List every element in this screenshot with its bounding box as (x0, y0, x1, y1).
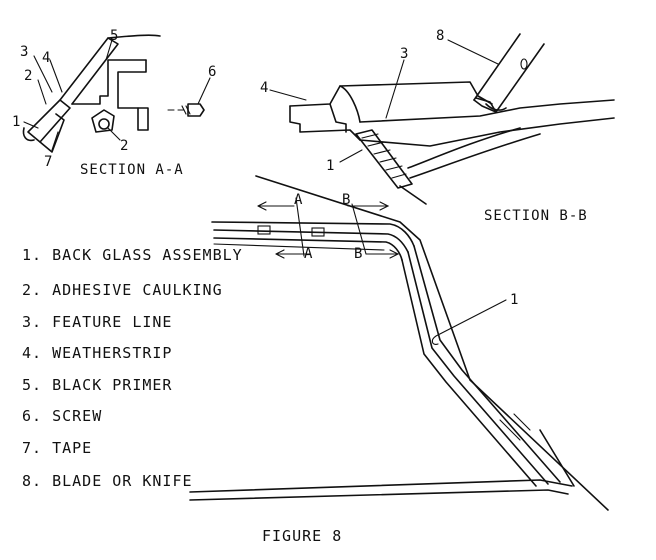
leader-a4 (49, 59, 63, 93)
cut-a-top-label: A (294, 192, 303, 208)
roof-line (107, 34, 161, 39)
leader-main-1 (431, 299, 507, 345)
cut-b-line (351, 203, 367, 255)
legend: 1. BACK GLASS ASSEMBLY 2. ADHESIVE CAULK… (22, 246, 243, 490)
cut-b-bottom-label: B (354, 246, 362, 262)
cut-b-arrowhead-top (379, 201, 390, 211)
clip-block (137, 107, 149, 131)
glass-top-edge (359, 99, 615, 123)
weatherstrip-inner (117, 59, 147, 109)
legend-item-6: 6. SCREW (22, 407, 102, 425)
leader-a7 (51, 131, 59, 151)
leader-a3 (33, 55, 53, 93)
callout-b-4: 4 (260, 80, 268, 96)
leader-b3 (385, 59, 405, 119)
weatherstrip-curve (339, 85, 361, 123)
body-panel-top (289, 81, 493, 107)
leader-a2b (107, 127, 121, 141)
callout-a-4: 4 (42, 50, 50, 66)
cut-a-bottom-label: A (304, 246, 313, 262)
legend-item-4: 4. WEATHERSTRIP (22, 344, 172, 362)
legend-item-1: 1. BACK GLASS ASSEMBLY (22, 246, 243, 264)
main-window-drawing (189, 175, 609, 511)
callout-main-1: 1 (510, 292, 518, 308)
section-b-title: SECTION B-B (484, 208, 588, 224)
top-rail-2 (213, 229, 409, 253)
legend-item-3: 3. FEATURE LINE (22, 313, 172, 331)
glass-tail (399, 185, 427, 205)
blade-curl (485, 103, 507, 111)
legend-item-5: 5. BLACK PRIMER (22, 376, 172, 394)
caulking-dot (98, 118, 110, 130)
corner-edge (539, 429, 575, 487)
screw-thread (181, 105, 191, 115)
legend-item-8: 8. BLADE OR KNIFE (22, 472, 193, 490)
leader-a2 (37, 79, 47, 105)
cut-b-top-label: B (342, 192, 350, 208)
cut-a-arrowhead-bottom (275, 249, 285, 259)
legend-item-2: 2. ADHESIVE CAULKING (22, 281, 223, 299)
callout-a-7: 7 (44, 154, 52, 170)
roof-diagonal (255, 175, 609, 511)
glass-curl (22, 127, 35, 142)
cut-a-line (295, 197, 305, 257)
body-step (329, 103, 347, 133)
figure-title: FIGURE 8 (262, 527, 342, 545)
side-rail-inner (401, 259, 537, 487)
body-panel-front (289, 105, 361, 141)
callout-b-3: 3 (400, 46, 408, 62)
side-rail-outer (413, 245, 561, 483)
legend-item-7: 7. TAPE (22, 439, 92, 457)
trim-curve (407, 127, 521, 169)
callout-b-1: 1 (326, 158, 334, 174)
cut-a-arrowhead-top (257, 201, 267, 211)
top-rail-4 (213, 243, 385, 251)
rail-clip-2 (311, 227, 325, 237)
bottom-rail-2 (189, 489, 569, 501)
bottom-rail-1 (189, 479, 573, 493)
leader-b1 (339, 149, 363, 163)
section-b-b-drawing (269, 33, 615, 205)
top-rail-3 (213, 237, 403, 261)
weatherstrip-profile (71, 59, 147, 105)
callout-a-5: 5 (110, 28, 118, 44)
leader-b4 (269, 89, 307, 101)
trim-curve-2 (409, 133, 541, 179)
section-a-title: SECTION A-A (80, 162, 184, 178)
callout-b-8: 8 (436, 28, 444, 44)
side-rail-mid (407, 251, 549, 485)
tape-strip (39, 113, 65, 153)
glass-hatch (361, 133, 407, 179)
top-rail-1 (211, 221, 415, 247)
blade-tip (473, 97, 497, 113)
side-rail-dash (499, 413, 531, 441)
cut-b-arrowhead-bottom (389, 249, 400, 259)
leader-a6 (197, 77, 211, 105)
callout-a-3: 3 (20, 44, 28, 60)
blade-handle (473, 33, 545, 113)
leader-b8 (447, 39, 499, 65)
rail-clip-1 (257, 225, 271, 235)
section-a-a-drawing (22, 34, 211, 153)
callout-a-6: 6 (208, 64, 216, 80)
blade-rivet (520, 58, 528, 70)
callout-a-2b: 2 (120, 138, 128, 154)
callout-a-2: 2 (24, 68, 32, 84)
glass-bottom-edge (359, 117, 615, 147)
caulking-bead (91, 109, 115, 133)
glass-edge-shape (27, 99, 71, 143)
leader-a5 (105, 39, 113, 61)
leader-a1 (23, 121, 39, 129)
callout-a-1: 1 (12, 114, 20, 130)
body-panel-shape (59, 37, 119, 105)
glass-section (355, 129, 413, 189)
